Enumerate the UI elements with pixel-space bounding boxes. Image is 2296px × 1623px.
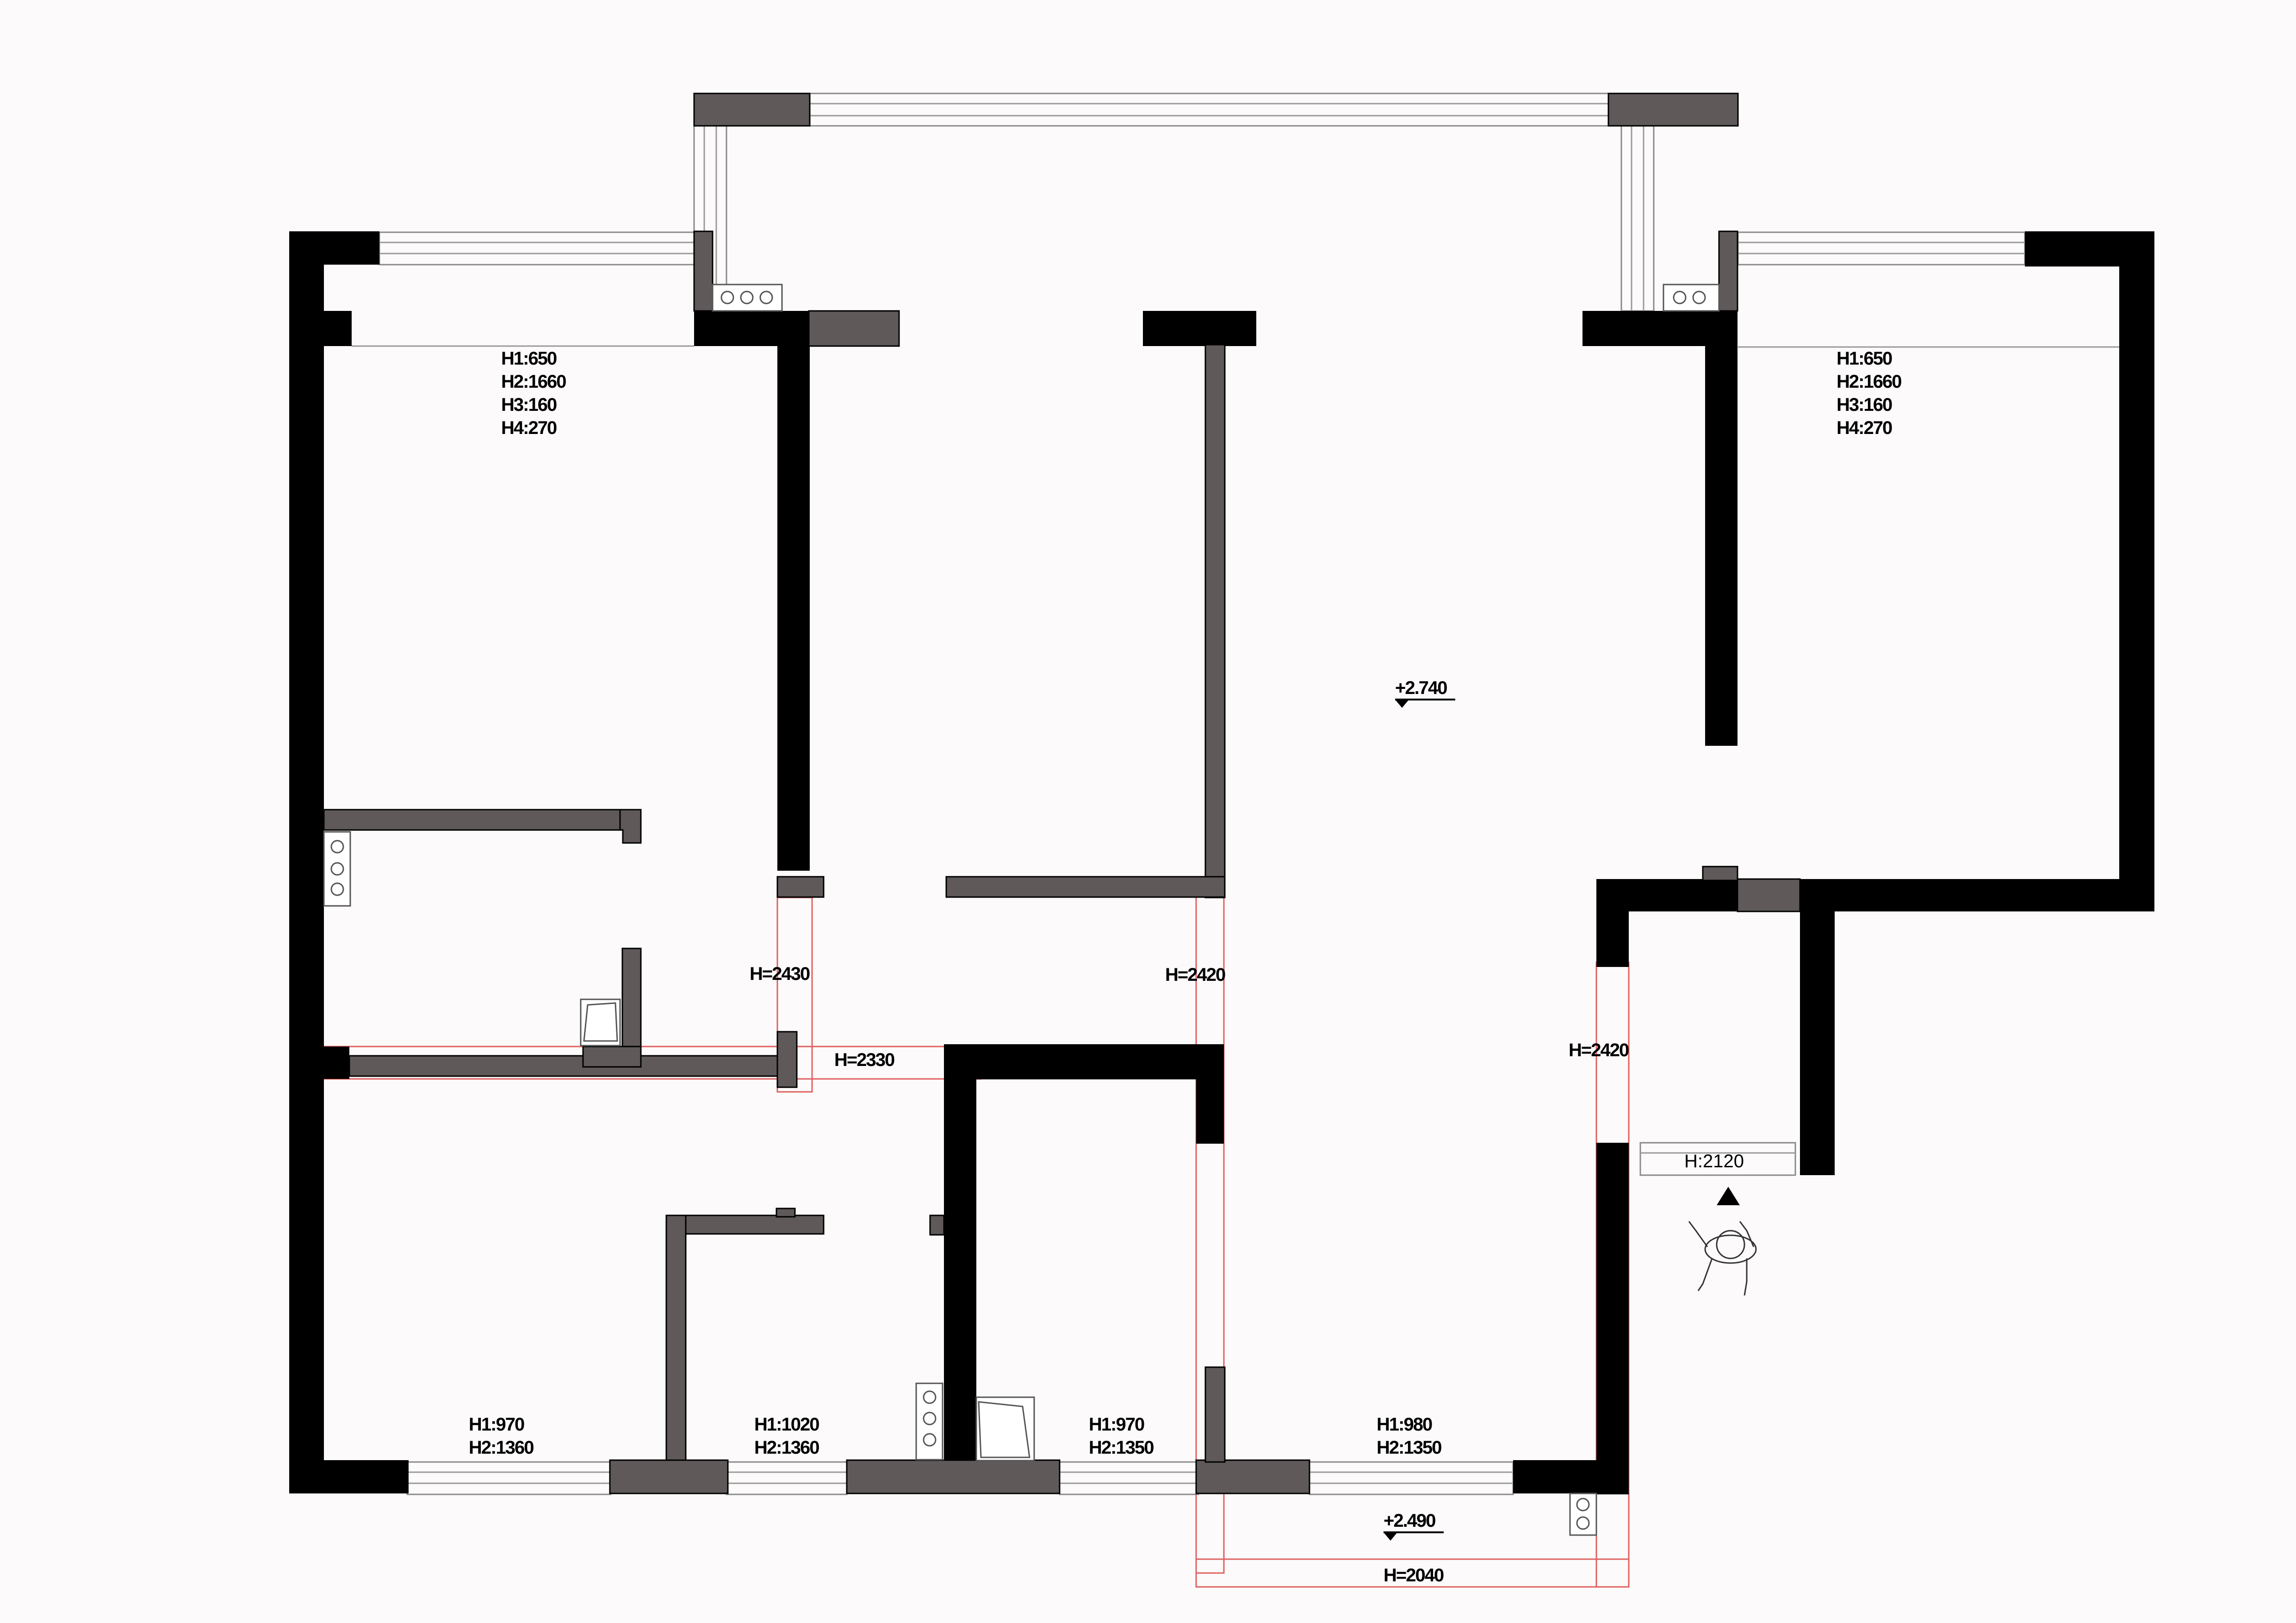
wall-bedroom-right-left — [1705, 311, 1738, 746]
partition-left-door-stub — [776, 876, 825, 898]
bedroom-left-window — [352, 231, 695, 347]
wall-top-center-stub — [1143, 311, 1256, 346]
ac-unit-balcony-left — [712, 284, 783, 312]
partition-balcony-post-right — [1718, 230, 1738, 312]
window-3-h2: H2:1350 — [1089, 1437, 1154, 1458]
window-2-h2: H2:1360 — [754, 1437, 819, 1458]
balcony-window-top — [693, 93, 1655, 312]
wall-bottom-left — [289, 1460, 409, 1493]
partition-bath-door-post — [776, 1031, 798, 1088]
partition-center-horizontal — [945, 876, 1226, 898]
partition-mid-post — [1204, 1366, 1226, 1463]
opening-h2420-right: H=2420 — [1569, 1040, 1629, 1060]
partition-center-vertical — [1204, 344, 1226, 898]
entry-door — [1639, 1142, 1796, 1176]
level-icon-lower — [1384, 1532, 1397, 1541]
entry-marker — [1688, 1187, 1757, 1296]
fixtures — [323, 284, 1720, 1536]
partition-corridor — [348, 1055, 790, 1077]
partition-bottom-pier-2 — [846, 1459, 1061, 1494]
opening-h2430: H=2430 — [750, 964, 810, 984]
ac-unit-balcony-right — [1663, 284, 1720, 312]
partition-bottom-pier-1 — [609, 1459, 729, 1494]
window-4-h2: H2:1350 — [1377, 1437, 1441, 1458]
person-icon — [1688, 1221, 1757, 1296]
bedroom-right-h3: H3:160 — [1837, 395, 1892, 415]
wall-bottom-right — [1513, 1460, 1629, 1493]
opening-h2330: H=2330 — [834, 1050, 894, 1070]
partition-closet-bottom-tab — [776, 1208, 796, 1218]
level-icon-main — [1395, 700, 1409, 708]
wall-entry-left-lower — [1596, 1143, 1629, 1494]
water-heater-bath — [580, 998, 621, 1047]
partition-walls — [323, 93, 1801, 1494]
window-1-h1: H1:970 — [469, 1414, 524, 1435]
bedroom-left-h3: H3:160 — [501, 395, 557, 415]
labels: H1:650 H2:1660 H3:160 H4:270 H1:650 H2:1… — [469, 348, 1902, 1586]
partition-closet-left — [323, 809, 642, 831]
opening-h2040: H=2040 — [1384, 1565, 1444, 1586]
partition-balcony-post-left — [693, 230, 714, 312]
partition-bottom-pier-3 — [1195, 1459, 1310, 1494]
wall-left-outer — [289, 231, 324, 1493]
wall-kitchen-left — [944, 1044, 976, 1461]
partition-entry-tab — [1702, 866, 1738, 881]
wall-kitchen-top — [944, 1044, 1224, 1079]
partition-entry-beam — [1737, 878, 1801, 912]
wall-bedroom-left-right — [777, 311, 810, 871]
level-main-label: +2.740 — [1395, 678, 1447, 698]
entry-door-height: H:2120 — [1684, 1151, 1744, 1171]
partition-balcony-top-left — [693, 93, 811, 127]
bedroom-left-h4: H4:270 — [501, 418, 557, 438]
partition-balcony-top-right — [1607, 93, 1739, 127]
window-1-h2: H2:1360 — [469, 1437, 534, 1458]
partition-bath-post — [621, 948, 642, 1049]
partition-kitchen-stub — [929, 1214, 945, 1236]
level-markers — [1384, 699, 1455, 1541]
wall-entry-right — [1800, 879, 1835, 1175]
window-3-h1: H1:970 — [1089, 1414, 1144, 1435]
partition-closet-bottom — [665, 1214, 825, 1235]
partition-closet-left-return — [619, 809, 642, 844]
bedroom-right-h4: H4:270 — [1837, 418, 1892, 438]
ac-unit-bottom-right — [1569, 1493, 1597, 1536]
water-heater-kitchen — [975, 1396, 1035, 1462]
wall-right-bottom — [1596, 879, 2154, 911]
wall-entry-left-upper — [1596, 879, 1629, 967]
wall-kitchen-right-stub — [1196, 1044, 1224, 1144]
window-4-h1: H1:980 — [1377, 1414, 1432, 1435]
wall-right-outer — [2119, 231, 2154, 911]
bedroom-right-h2: H2:1660 — [1837, 372, 1901, 392]
ac-unit-closet-left — [323, 831, 351, 907]
bedroom-left-h2: H2:1660 — [501, 372, 566, 392]
opening-h2420-mid: H=2420 — [1165, 965, 1225, 985]
wall-top-left-stub — [289, 231, 379, 265]
wall-left-stub-2 — [289, 311, 352, 346]
entry-arrow-icon — [1717, 1187, 1740, 1205]
ac-unit-kitchen — [915, 1382, 943, 1461]
structural-walls — [289, 231, 2154, 1494]
partition-closet-bottom-vertical — [665, 1214, 687, 1462]
window-2-h1: H1:1020 — [754, 1414, 819, 1435]
level-lower-label: +2.490 — [1384, 1511, 1435, 1531]
partition-bath-lower — [582, 1046, 642, 1068]
bedroom-right-h1: H1:650 — [1837, 348, 1892, 369]
bedroom-left-h1: H1:650 — [501, 348, 557, 369]
partition-balcony-left — [808, 310, 900, 347]
wall-left-mid-stub — [289, 1047, 349, 1079]
